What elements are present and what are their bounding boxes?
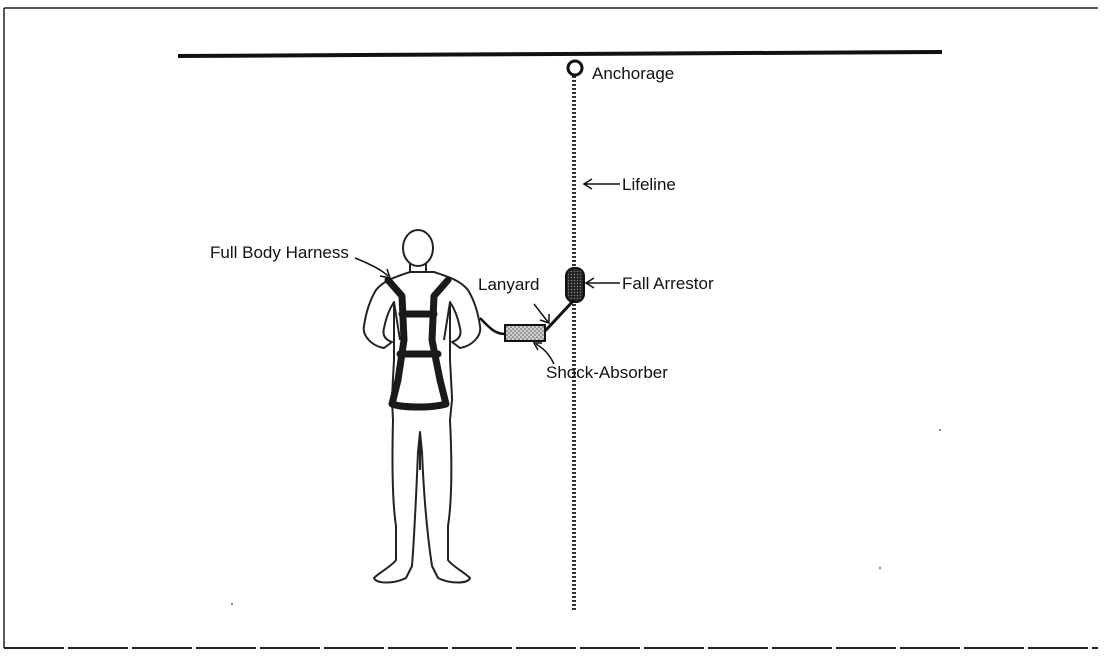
speck: [231, 603, 233, 605]
head: [402, 229, 434, 267]
speck: [939, 429, 941, 431]
body-outline: [362, 271, 482, 584]
speck: [879, 567, 881, 569]
fall-arrestor-device: [565, 267, 585, 303]
anchorage-ring: [566, 59, 584, 77]
label-lifeline: Lifeline: [622, 175, 676, 194]
label-fall-arrestor: Fall Arrestor: [622, 274, 714, 293]
lanyard-to-harness: [479, 317, 506, 336]
label-pointers: [354, 178, 620, 365]
label-shock-absorber: Shock-Absorber: [546, 363, 668, 382]
anchorage-beam: [177, 50, 943, 58]
label-anchorage: Anchorage: [592, 64, 674, 83]
worker-figure: [362, 229, 482, 584]
label-lanyard: Lanyard: [478, 275, 539, 294]
shock-absorber-pack: [504, 324, 546, 342]
label-full-body-harness: Full Body Harness: [210, 243, 349, 262]
full-body-harness: [384, 276, 452, 411]
